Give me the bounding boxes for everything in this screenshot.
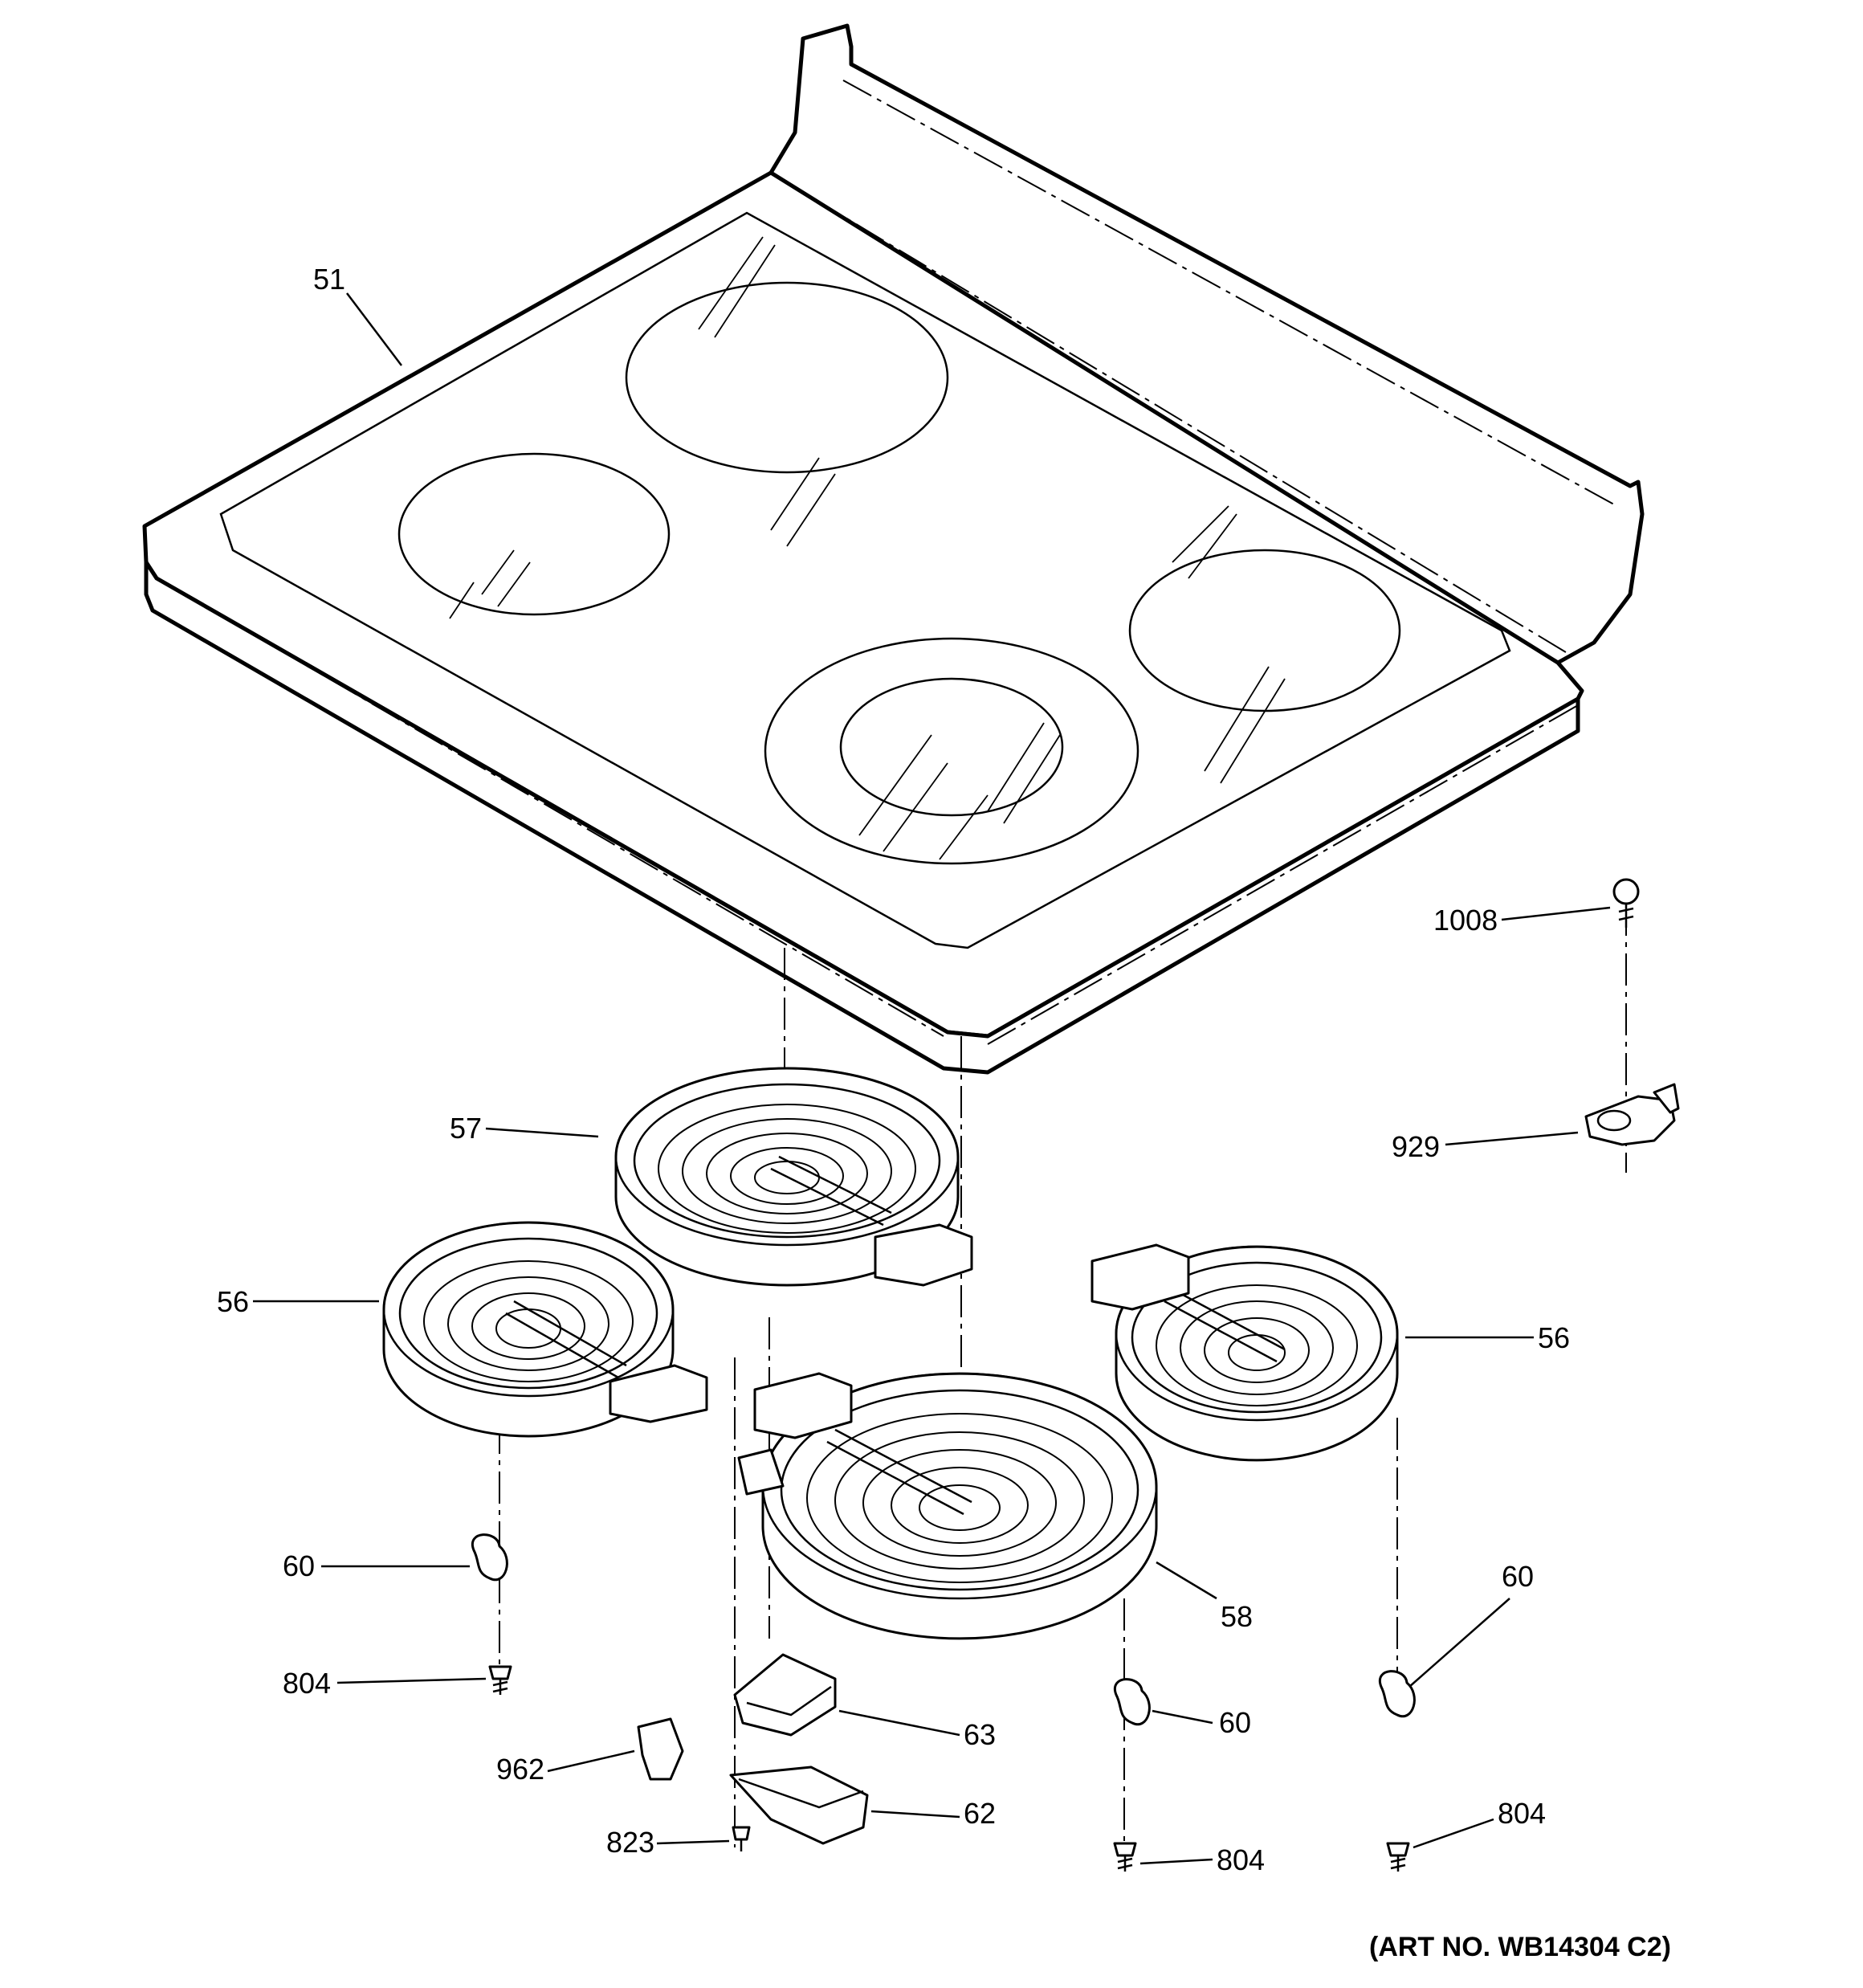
label-56-right: 56: [1538, 1321, 1570, 1354]
label-804-center: 804: [1217, 1843, 1265, 1876]
label-57: 57: [450, 1112, 482, 1145]
label-823: 823: [606, 1826, 654, 1859]
part-labels: 51 57 56 56 58 1008 929 60 60 60 804 804…: [217, 263, 1671, 1962]
element-58: [737, 1372, 1158, 1640]
small-parts: [471, 878, 1680, 1872]
element-56-left: [382, 1221, 708, 1438]
label-929: 929: [1392, 1130, 1440, 1163]
element-56-right: [1090, 1243, 1399, 1462]
leader-lines: [253, 292, 1611, 1865]
label-63: 63: [964, 1718, 996, 1751]
label-962: 962: [496, 1753, 544, 1786]
label-60-left: 60: [283, 1549, 315, 1582]
label-60-right: 60: [1502, 1560, 1534, 1593]
label-51: 51: [313, 263, 345, 296]
label-804-right: 804: [1498, 1797, 1546, 1830]
art-number: (ART NO. WB14304 C2): [1369, 1932, 1671, 1962]
label-804-left: 804: [283, 1667, 331, 1700]
label-58: 58: [1221, 1600, 1253, 1633]
label-1008: 1008: [1433, 904, 1498, 937]
label-62: 62: [964, 1797, 996, 1830]
label-56-left: 56: [217, 1285, 249, 1318]
element-57: [614, 1067, 973, 1287]
cooktop-part: [142, 23, 1645, 1075]
label-60-center: 60: [1219, 1706, 1251, 1739]
